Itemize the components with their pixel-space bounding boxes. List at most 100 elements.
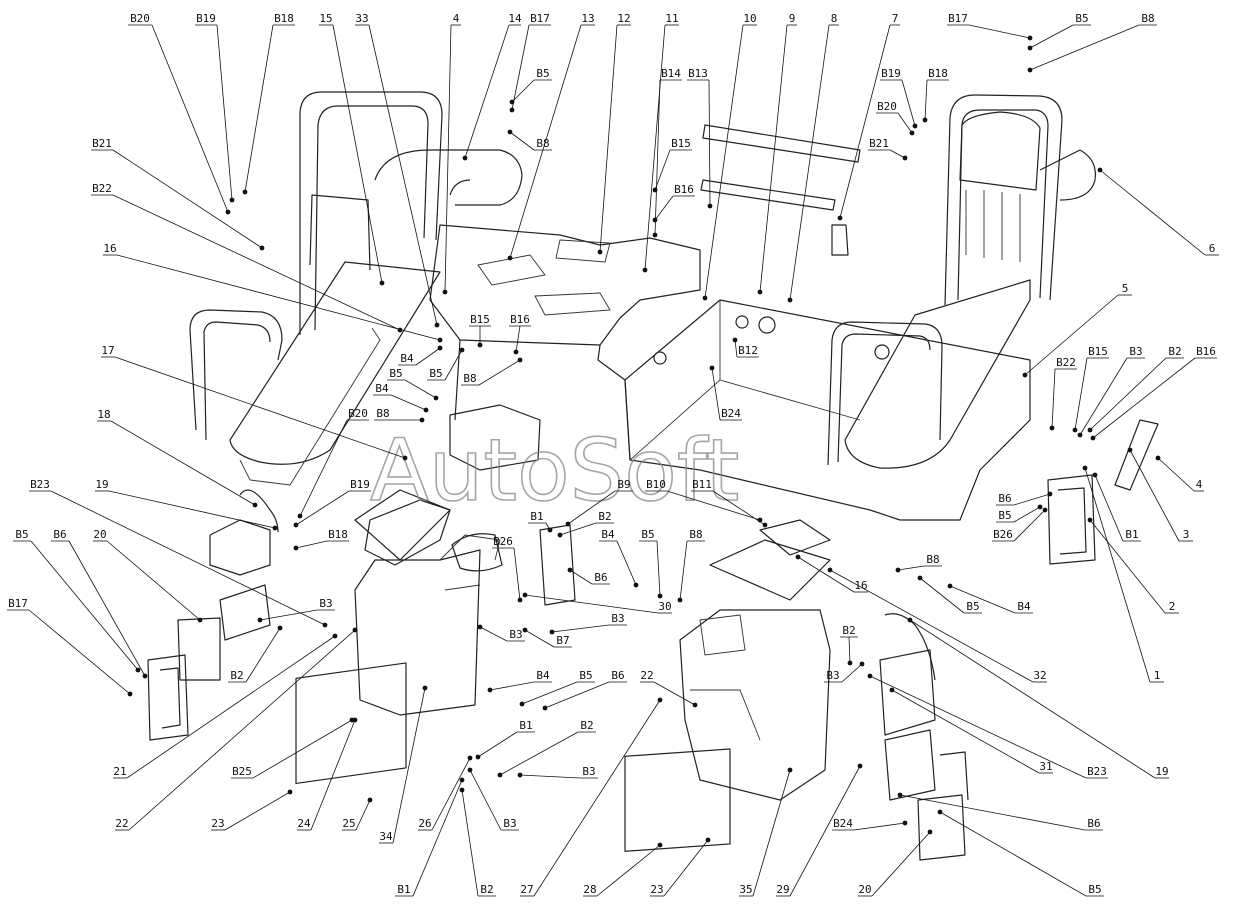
callout-label: B17 <box>8 597 28 610</box>
callout-label: B25 <box>232 765 252 778</box>
callout: B8 <box>895 553 942 573</box>
callout: B8 <box>507 129 552 151</box>
callout-target-dot <box>252 502 258 508</box>
callout-leader <box>368 24 438 326</box>
callout-leader <box>712 490 766 526</box>
callout-label: B3 <box>503 817 516 830</box>
callout-target-dot <box>859 661 865 667</box>
callout-label: B6 <box>611 669 624 682</box>
callout-label: B21 <box>869 137 889 150</box>
callout: 18 <box>97 408 258 508</box>
callout-target-dot <box>705 837 711 843</box>
callout-label: B16 <box>674 183 694 196</box>
callout-target-dot <box>1037 504 1043 510</box>
callout-label: B7 <box>556 634 569 647</box>
callout-target-dot <box>795 554 801 560</box>
callout-label: 23 <box>211 817 224 830</box>
callout-target-dot <box>657 697 663 703</box>
callout-target-dot <box>1082 465 1088 471</box>
callout: B7 <box>522 627 572 648</box>
callout-leader <box>114 356 406 459</box>
callout-target-dot <box>927 829 933 835</box>
callout-label: B3 <box>1129 345 1142 358</box>
callout: B6 <box>51 528 148 679</box>
right-lower-box <box>679 609 831 801</box>
callout: B17 <box>7 597 133 697</box>
callout-target-dot <box>517 357 523 363</box>
callout: 24 <box>297 717 358 831</box>
callout-label: B8 <box>463 372 476 385</box>
callout-target-dot <box>902 820 908 826</box>
callout-target-dot <box>293 545 299 551</box>
left-seat-back <box>309 194 371 271</box>
callout-leader <box>299 419 348 517</box>
callout-label: B23 <box>1087 765 1107 778</box>
callout: 19 <box>95 478 278 531</box>
callout: 25 <box>342 797 373 831</box>
callout-leader <box>112 149 263 249</box>
callout-target-dot <box>513 349 519 355</box>
upper-bar-9 <box>702 124 861 163</box>
callout: B5 <box>917 575 982 614</box>
callout-leader <box>477 731 518 758</box>
callout-leader <box>524 629 555 648</box>
callout-leader <box>128 629 356 831</box>
callout-leader <box>310 719 356 831</box>
callout: B16 <box>1090 345 1217 441</box>
callout-leader <box>524 594 659 614</box>
callout-target-dot <box>652 187 658 193</box>
callout-leader <box>653 681 696 706</box>
left-seat-rollbar <box>299 91 443 335</box>
callout-leader <box>789 24 830 301</box>
callout-leader <box>1089 519 1166 614</box>
callout-target-dot <box>434 322 440 328</box>
callout-leader <box>245 627 281 683</box>
callout: 16 <box>795 554 868 593</box>
callout: B16 <box>652 183 695 223</box>
callout-target-dot <box>437 345 443 351</box>
callout-leader <box>515 325 521 353</box>
callout-target-dot <box>732 337 738 343</box>
callout-leader <box>464 24 510 159</box>
callout-target-dot <box>1047 491 1053 497</box>
callout-target-dot <box>1027 45 1033 51</box>
autosoft-watermark: AutoSoft <box>370 421 739 521</box>
callout-target-dot <box>459 787 465 793</box>
callout: B5 <box>937 809 1104 897</box>
callout-label: B22 <box>1056 356 1076 369</box>
callout-leader <box>50 490 326 626</box>
callout-leader <box>509 24 582 259</box>
callout: B24 <box>709 365 742 421</box>
callout: B20 <box>128 12 231 215</box>
callout-label: 11 <box>665 12 678 25</box>
callout-target-dot <box>277 625 283 631</box>
callout-leader <box>596 844 661 897</box>
callout: B5 <box>13 528 141 673</box>
callout: 19 <box>907 617 1169 779</box>
callout: B5 <box>639 528 663 599</box>
callout-target-dot <box>1127 447 1133 453</box>
callout: B19 <box>293 478 371 528</box>
callout-leader <box>567 490 616 525</box>
left-lower-box <box>354 549 481 716</box>
callout-label: B8 <box>689 528 702 541</box>
right-tube-loop <box>1039 149 1097 201</box>
callout: 17 <box>101 344 408 461</box>
callout-target-dot <box>522 592 528 598</box>
callout-target-dot <box>702 295 708 301</box>
callout-leader <box>789 765 861 897</box>
callout: B21 <box>868 137 908 161</box>
callout-leader <box>259 609 318 621</box>
callout-label: 22 <box>115 817 128 830</box>
callout-target-dot <box>379 280 385 286</box>
callout: 2 <box>1087 517 1179 614</box>
callout-target-dot <box>467 767 473 773</box>
callout-label: B24 <box>721 407 741 420</box>
callout-label: 17 <box>101 344 114 357</box>
callout-label: B21 <box>92 137 112 150</box>
callout-leader <box>1029 24 1074 49</box>
callout-target-dot <box>827 567 833 573</box>
callout-leader <box>295 490 350 526</box>
callout-label: 5 <box>1122 282 1129 295</box>
callout: 32 <box>827 567 1047 683</box>
